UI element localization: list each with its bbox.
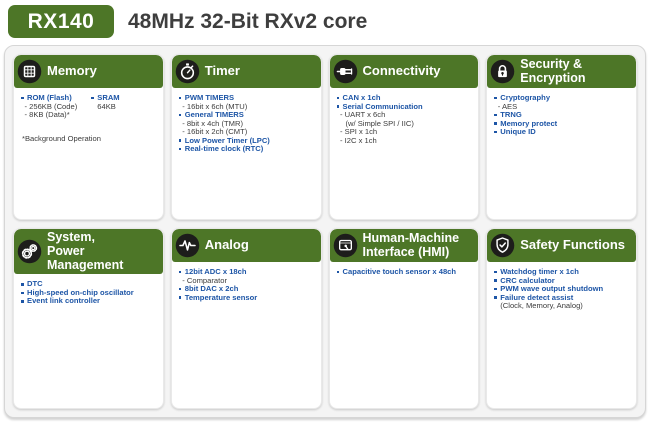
feature-item: General TIMERS <box>178 110 316 120</box>
feature-item: Event link controller <box>20 297 158 306</box>
card-body: PWM TIMERS- 16bit x 6ch (MTU)General TIM… <box>172 88 321 158</box>
card-title: System, Power Management <box>47 230 124 272</box>
page-title: 48MHz 32-Bit RXv2 core <box>128 9 368 33</box>
feature-item: (w/ Simple SPI / IIC) <box>345 118 414 128</box>
card-header: Security & Encryption <box>487 55 636 88</box>
feature-item: - 8bit x 4ch (TMR) <box>182 118 244 128</box>
footnote: *Background Operation <box>22 133 101 143</box>
feature-item: Serial Communication <box>336 102 474 112</box>
waveform-icon <box>175 233 200 258</box>
feature-item: - UART x 6ch <box>340 110 386 119</box>
card-header: Connectivity <box>329 55 479 88</box>
card-title: Memory <box>47 63 97 79</box>
feature-item: - 256KB (Code) <box>24 101 78 111</box>
lock-icon <box>490 59 515 84</box>
two-column-list: ROM (Flash)- 256KB (Code)- 8KB (Data)* SR… <box>20 93 158 120</box>
feature-item: 8bit DAC x 2ch <box>178 284 316 294</box>
feature-item: Temperature sensor <box>178 293 316 303</box>
feature-item: - SPI x 1ch <box>340 127 378 136</box>
feature-item: Memory protect <box>493 119 631 129</box>
card-title: Security & Encryption <box>520 56 586 85</box>
feature-item: - Comparator <box>182 275 227 285</box>
feature-item: Unique ID <box>493 127 631 137</box>
feature-item: Low Power Timer (LPC) <box>178 136 316 146</box>
card-body: ROM (Flash)- 256KB (Code)- 8KB (Data)* SR… <box>14 88 163 147</box>
feature-item: DTC <box>20 280 158 289</box>
shield-check-icon <box>490 233 515 258</box>
card-header: Safety Functions <box>487 229 636 262</box>
gears-icon <box>17 239 42 264</box>
feature-item: - AES <box>497 101 518 111</box>
page-header: RX140 48MHz 32-Bit RXv2 core <box>8 5 367 38</box>
feature-item: High-speed on-chip oscillator <box>20 288 158 298</box>
feature-item: Capacitive touch sensor x 48ch <box>336 267 474 277</box>
feature-item: 64KB <box>97 101 116 111</box>
feature-item: - 8KB (Data)* <box>24 110 70 119</box>
feature-item: - I2C x 1ch <box>340 135 377 145</box>
card-title: Safety Functions <box>520 237 625 253</box>
feature-item: CAN x 1ch <box>336 93 474 103</box>
card-title: Human-Machine Interface (HMI) <box>362 230 460 259</box>
feature-item: PWM TIMERS <box>178 93 316 103</box>
plug-icon <box>333 59 358 84</box>
feature-item: Failure detect assist <box>493 293 631 303</box>
card-header: Analog <box>171 229 321 262</box>
card-title: Timer <box>204 63 240 79</box>
feature-item: - 16bit x 6ch (MTU) <box>182 101 248 111</box>
feature-column: ROM (Flash)- 256KB (Code)- 8KB (Data)* <box>20 93 78 120</box>
feature-item: Watchdog timer x 1ch <box>493 267 631 277</box>
card-body: Capacitive touch sensor x 48ch <box>330 262 479 281</box>
feature-item: Cryptography <box>493 93 631 103</box>
feature-item: TRNG <box>493 110 631 120</box>
feature-item: ROM (Flash) <box>20 93 77 103</box>
card-title: Connectivity <box>362 63 441 79</box>
feature-item: 12bit ADC x 18ch <box>178 267 316 277</box>
feature-item: Real-time clock (RTC) <box>178 144 316 154</box>
feature-item: SRAM <box>90 93 120 103</box>
feature-item: (Clock, Memory, Analog) <box>500 301 583 310</box>
card-header: Human-Machine Interface (HMI) <box>329 229 479 262</box>
card-title: Analog <box>204 237 249 253</box>
product-badge: RX140 <box>8 5 114 38</box>
card-header: Memory <box>14 55 163 88</box>
memory-chip-icon <box>17 59 42 84</box>
feature-item: PWM wave output shutdown <box>493 284 631 294</box>
touch-screen-icon <box>333 233 358 258</box>
card-hmi: Human-Machine Interface (HMI) Capacitive … <box>328 228 480 409</box>
card-header: Timer <box>171 55 321 88</box>
feature-item: CRC calculator <box>493 276 631 286</box>
feature-item: - 16bit x 2ch (CMT) <box>182 127 248 136</box>
card-header: System, Power Management <box>14 229 163 275</box>
stopwatch-icon <box>175 59 200 84</box>
